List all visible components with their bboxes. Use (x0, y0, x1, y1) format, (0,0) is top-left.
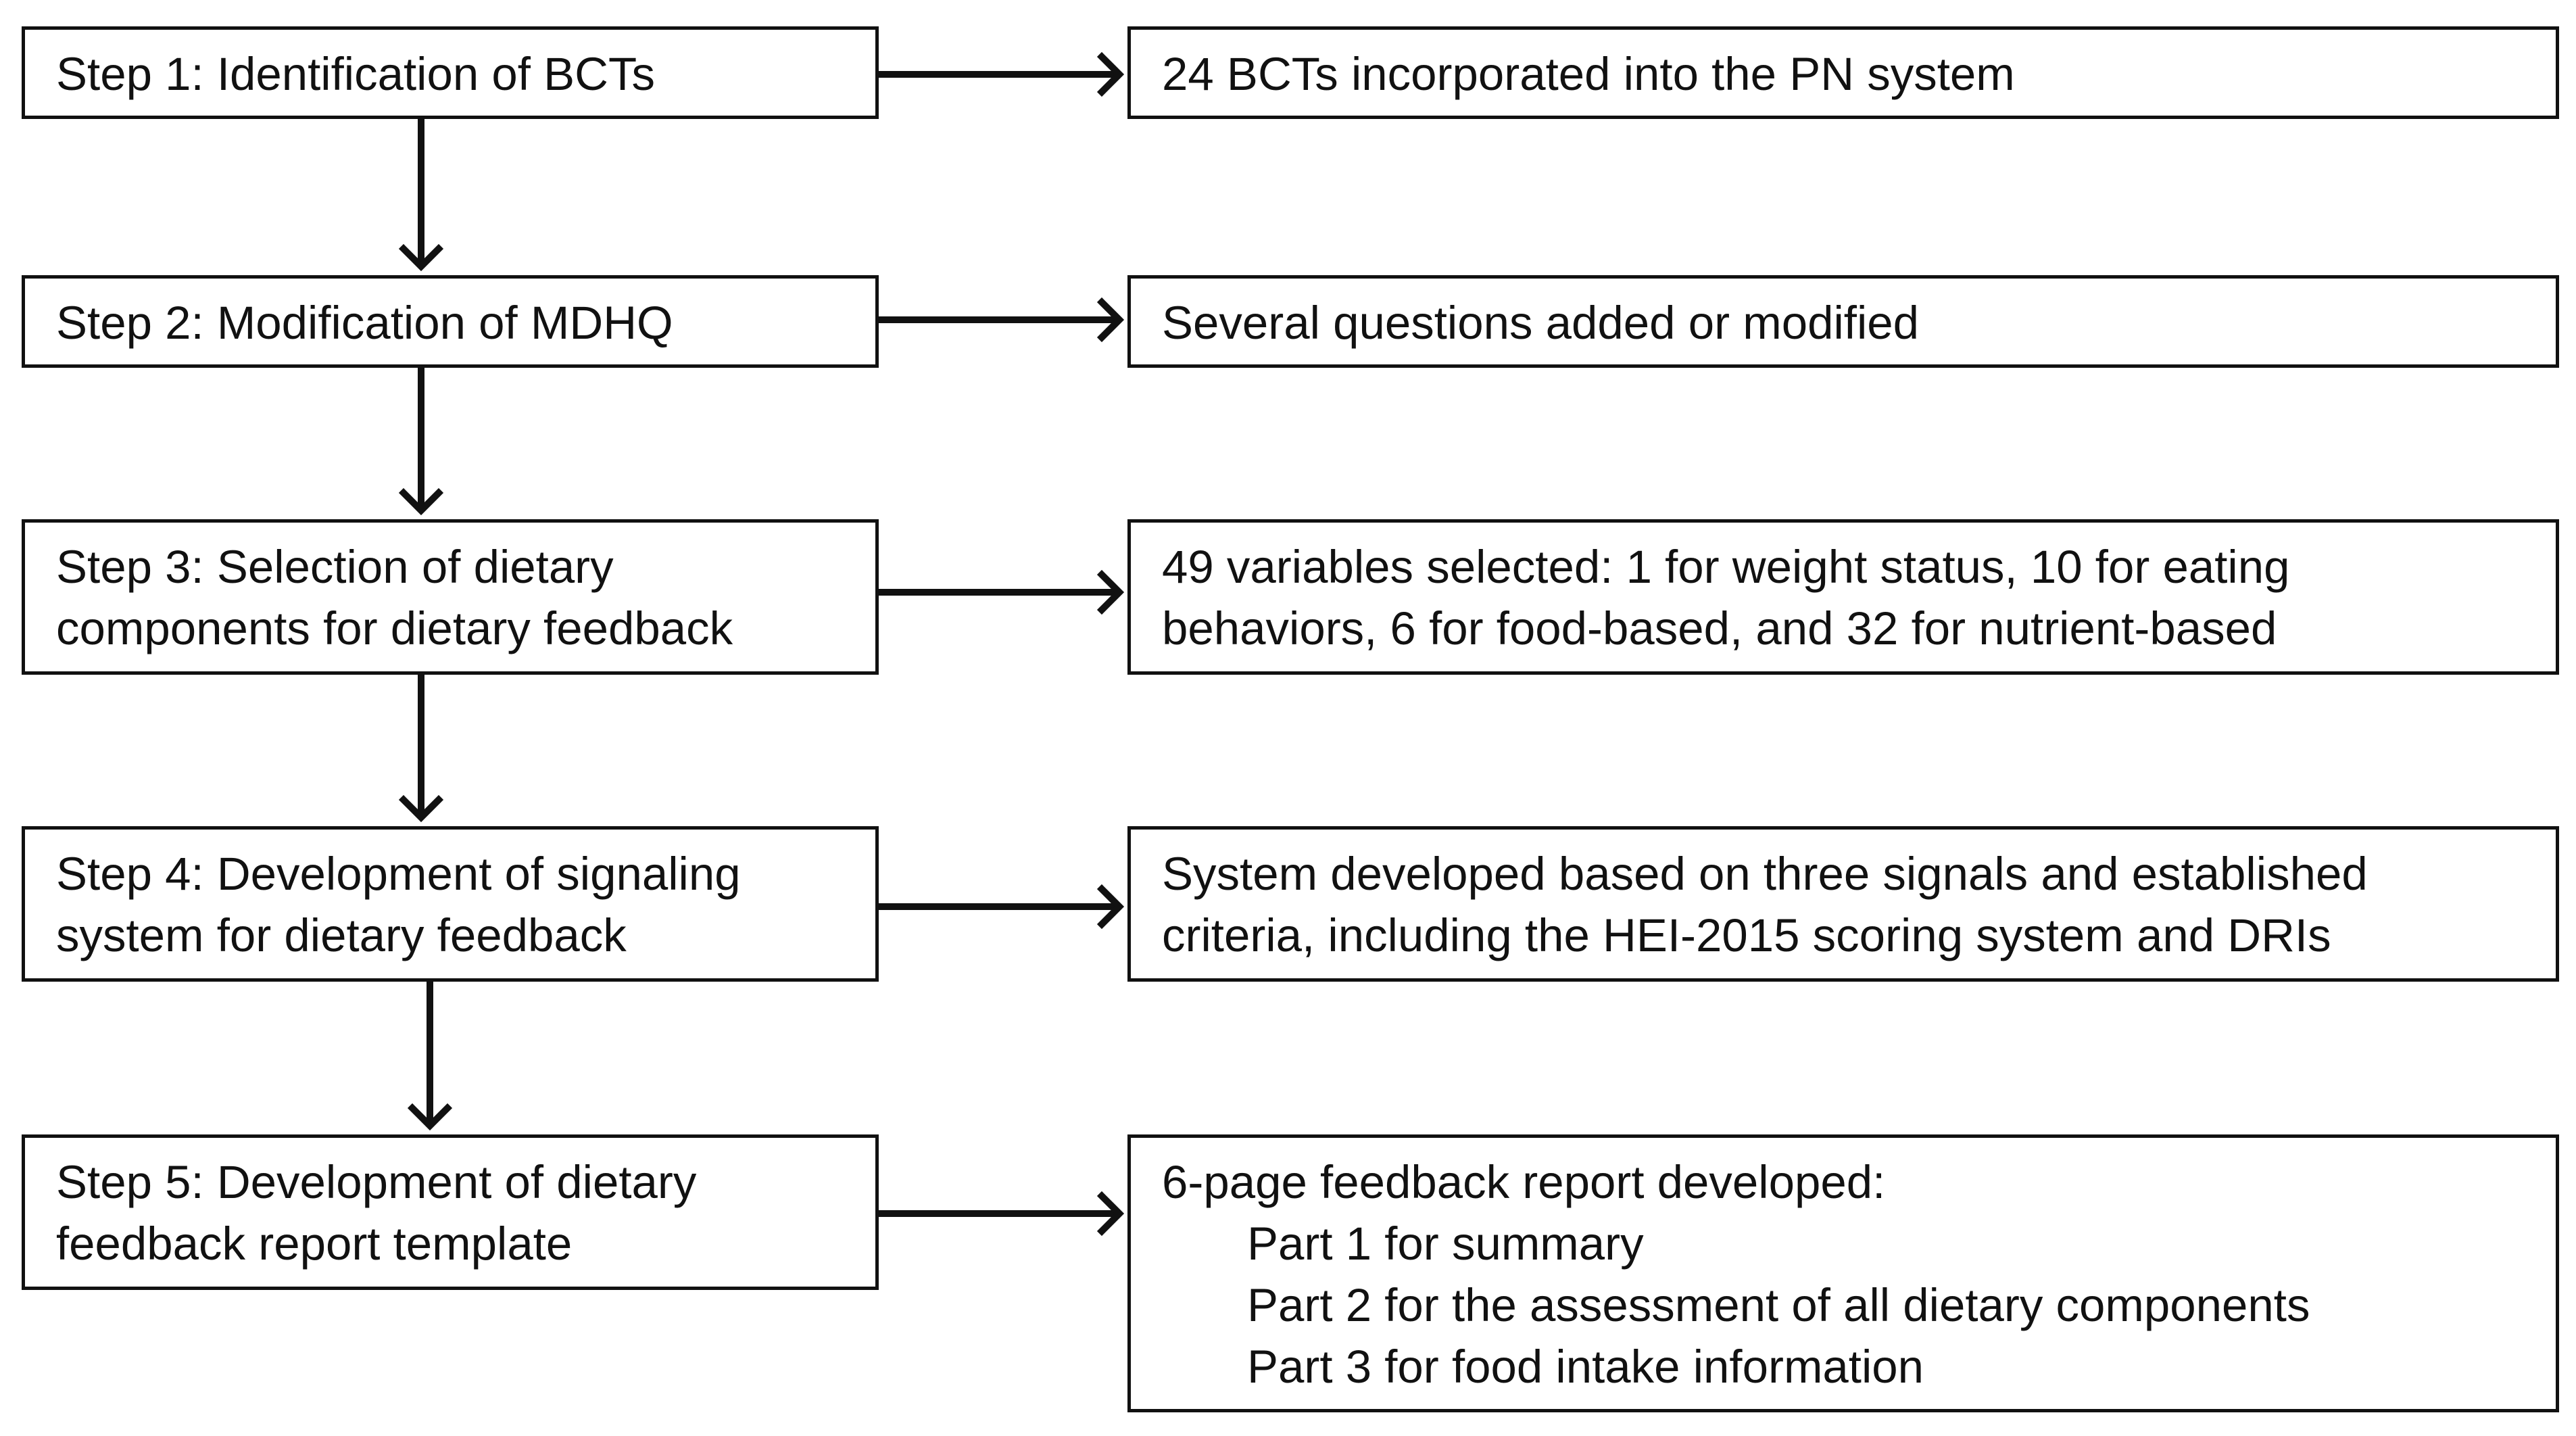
outcome-5-part-1: Part 1 for summary (1247, 1218, 1644, 1270)
step-1-label: Step 1: Identification of BCTs (56, 48, 655, 100)
outcome-2-box: Several questions added or modified (1127, 275, 2559, 368)
step-5-label-line-2: feedback report template (56, 1218, 573, 1270)
step-5-box: Step 5: Development of dietary feedback … (22, 1134, 879, 1290)
arrow-step-1-to-outcome-1 (879, 51, 1125, 97)
step-4-label-line-2: system for dietary feedback (56, 909, 627, 961)
arrow-step-5-to-outcome-5 (879, 1191, 1125, 1237)
arrow-step-1-to-step-2 (398, 119, 444, 272)
outcome-1-text: 24 BCTs incorporated into the PN system (1162, 48, 2015, 100)
arrow-step-3-to-step-4 (398, 675, 444, 823)
outcome-2-text: Several questions added or modified (1162, 297, 1920, 349)
outcome-4-box: System developed based on three signals … (1127, 826, 2559, 982)
outcome-5-part-3: Part 3 for food intake information (1247, 1341, 1924, 1393)
step-3-label-line-1: Step 3: Selection of dietary (56, 541, 614, 593)
arrow-step-3-to-outcome-3 (879, 569, 1125, 615)
step-2-label: Step 2: Modification of MDHQ (56, 297, 673, 349)
outcome-3-text-line-1: 49 variables selected: 1 for weight stat… (1162, 541, 2290, 593)
step-2-box: Step 2: Modification of MDHQ (22, 275, 879, 368)
arrow-step-2-to-step-3 (398, 368, 444, 516)
outcome-4-text-line-1: System developed based on three signals … (1162, 848, 2368, 900)
outcome-5-box: 6-page feedback report developed: Part 1… (1127, 1134, 2559, 1412)
outcome-1-box: 24 BCTs incorporated into the PN system (1127, 26, 2559, 119)
step-3-label-line-2: components for dietary feedback (56, 602, 733, 654)
outcome-3-box: 49 variables selected: 1 for weight stat… (1127, 519, 2559, 675)
step-4-box: Step 4: Development of signaling system … (22, 826, 879, 982)
outcome-4-text-line-2: criteria, including the HEI-2015 scoring… (1162, 909, 2331, 961)
outcome-5-heading: 6-page feedback report developed: (1162, 1156, 1886, 1208)
step-1-box: Step 1: Identification of BCTs (22, 26, 879, 119)
arrow-step-4-to-step-5 (407, 982, 453, 1131)
outcome-5-part-2: Part 2 for the assessment of all dietary… (1247, 1279, 2310, 1331)
step-4-label-line-1: Step 4: Development of signaling (56, 848, 741, 900)
arrow-step-4-to-outcome-4 (879, 884, 1125, 930)
arrow-step-2-to-outcome-2 (879, 297, 1125, 343)
outcome-3-text-line-2: behaviors, 6 for food-based, and 32 for … (1162, 602, 2277, 654)
step-3-box: Step 3: Selection of dietary components … (22, 519, 879, 675)
step-5-label-line-1: Step 5: Development of dietary (56, 1156, 697, 1208)
